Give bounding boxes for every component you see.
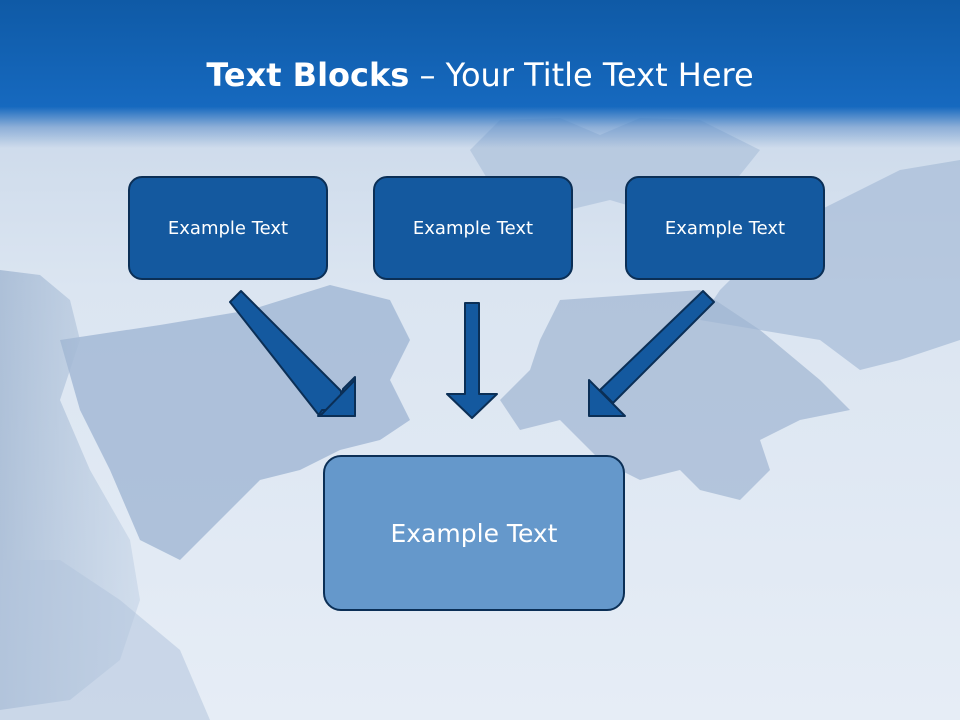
text-block-2-label: Example Text: [412, 217, 534, 239]
arrow-right-diagonal: [588, 290, 715, 417]
left-hand-lower: [0, 560, 210, 720]
text-block-3[interactable]: Example Text: [625, 176, 825, 280]
arrow-left-diagonal: [229, 290, 356, 417]
result-block[interactable]: Example Text: [323, 455, 625, 611]
title-bar: [0, 0, 960, 148]
puzzle-piece-left: [60, 285, 410, 560]
text-block-3-label: Example Text: [664, 217, 786, 239]
result-block-label: Example Text: [390, 518, 558, 548]
slide-title-rest: – Your Title Text Here: [409, 56, 754, 94]
slide-title: Text Blocks – Your Title Text Here: [0, 52, 960, 98]
right-hand-shape: [700, 160, 960, 370]
puzzle-piece-right: [500, 290, 850, 500]
text-block-1-label: Example Text: [167, 217, 289, 239]
text-block-1[interactable]: Example Text: [128, 176, 328, 280]
slide-title-bold: Text Blocks: [206, 56, 410, 94]
text-block-2[interactable]: Example Text: [373, 176, 573, 280]
arrow-down: [446, 302, 498, 419]
